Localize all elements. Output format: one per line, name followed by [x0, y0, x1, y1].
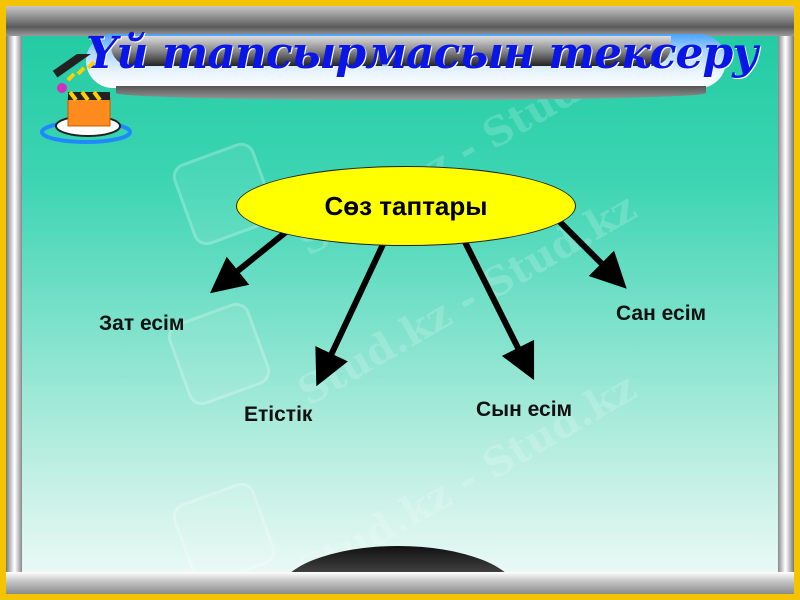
title-banner-shadow	[116, 86, 706, 100]
center-node: Сөз таптары	[236, 166, 576, 246]
branch-syn-esim: Сын есім	[476, 398, 573, 421]
arrow-to-zat-esim	[209, 229, 288, 294]
slide-title: Үй тапсырмасын тексеру	[86, 28, 759, 79]
branch-etistik: Етістік	[244, 403, 313, 426]
arrows-layer	[209, 217, 627, 387]
arrow-to-san-esim	[555, 217, 627, 289]
left-post	[6, 36, 22, 594]
arrow-to-syn-esim	[461, 238, 535, 381]
slide: Stud.kz - Stud.kz Stud.kz - Stud.kz Stud…	[6, 6, 794, 594]
arrow-to-etistik	[315, 236, 389, 387]
right-post	[778, 36, 794, 594]
center-node-label: Сөз таптары	[324, 190, 488, 221]
top-bar	[6, 6, 794, 36]
bottom-bar	[6, 572, 794, 594]
title-banner-shade	[111, 36, 671, 66]
branch-zat-esim: Зат есім	[99, 312, 185, 335]
branch-san-esim: Сан есім	[616, 302, 707, 325]
clapperboard-icon	[40, 54, 132, 144]
